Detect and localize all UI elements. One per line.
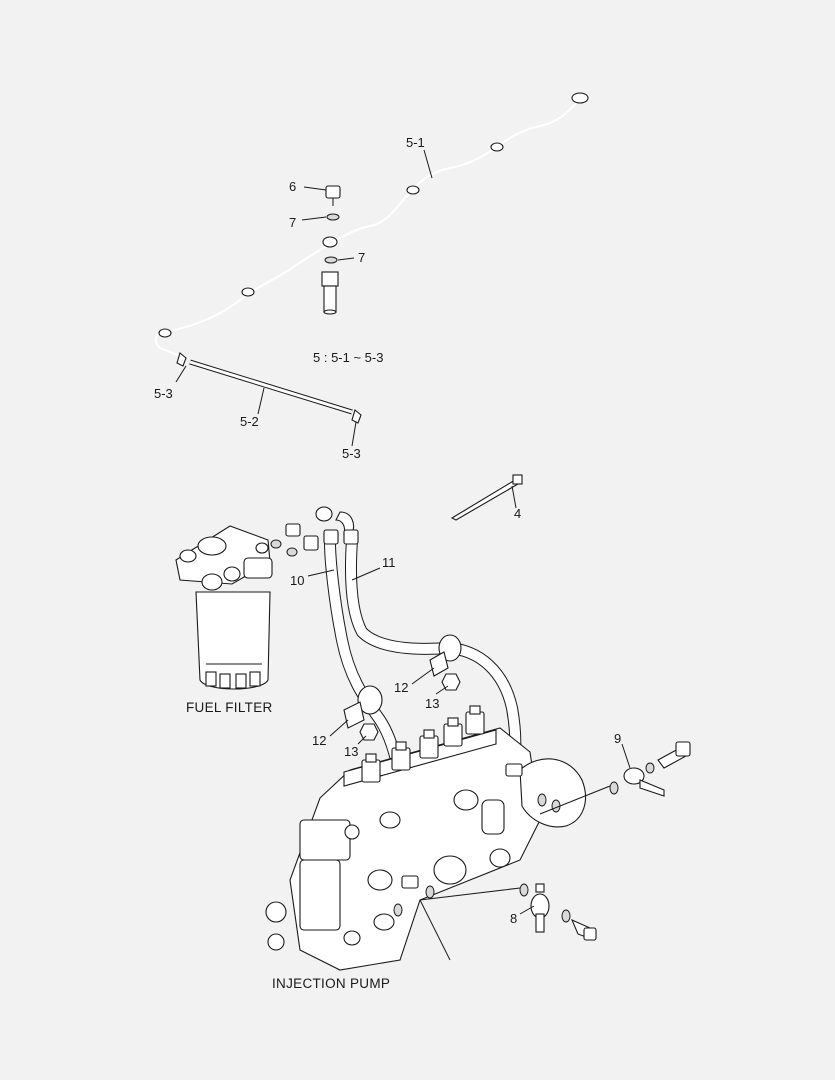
banjo-joint — [322, 236, 338, 248]
callout-13-lower: 13 — [344, 744, 358, 759]
return-pipe-5-1 — [154, 92, 589, 357]
callout-9: 9 — [614, 731, 621, 746]
banjo-fitting-8 — [393, 883, 597, 941]
callout-5-2: 5-2 — [240, 414, 259, 429]
clip-5-3-upper — [176, 352, 187, 367]
callout-7-lower: 7 — [358, 250, 365, 265]
cable-tie-4 — [450, 474, 523, 521]
grommet-bracket-lower — [343, 685, 383, 729]
nut-13-lower — [359, 723, 379, 741]
assembly-note: 5 : 5-1 ~ 5-3 — [313, 350, 383, 365]
hose-11-end-fitting — [505, 763, 523, 777]
callout-12-upper: 12 — [394, 680, 408, 695]
nut-13-upper — [441, 673, 461, 691]
injector-adapter — [321, 271, 339, 315]
banjo-joint — [490, 142, 504, 152]
banjo-joint — [158, 328, 172, 338]
banjo-fitting-9 — [537, 741, 691, 815]
callout-11: 11 — [382, 555, 396, 570]
banjo-eye — [571, 92, 589, 104]
grommet-bracket-upper — [429, 634, 462, 677]
callout-10: 10 — [290, 573, 304, 588]
callout-4: 4 — [514, 506, 521, 521]
clip-5-3-lower — [351, 409, 362, 424]
washer-7-upper — [326, 213, 340, 221]
filter-fittings — [270, 506, 355, 557]
fuel-filter-caption: FUEL FILTER — [186, 700, 273, 715]
leader-lines — [175, 149, 631, 915]
injection-pump — [265, 705, 586, 971]
banjo-bolt-6 — [325, 185, 341, 206]
callout-8: 8 — [510, 911, 517, 926]
banjo-joint — [241, 287, 255, 297]
fuel-filter — [175, 525, 273, 690]
callout-6: 6 — [289, 179, 296, 194]
callout-5-1: 5-1 — [406, 135, 425, 150]
callout-5-3-right: 5-3 — [342, 446, 361, 461]
callout-7-upper: 7 — [289, 215, 296, 230]
hose-5-2 — [176, 352, 362, 424]
callout-5-3-left: 5-3 — [154, 386, 173, 401]
callout-13-upper: 13 — [425, 696, 439, 711]
banjo-joint — [406, 185, 420, 195]
injection-pump-caption: INJECTION PUMP — [272, 976, 390, 991]
hose-10-end-fitting — [401, 875, 419, 889]
washer-7-lower — [324, 256, 338, 264]
callout-12-lower: 12 — [312, 733, 326, 748]
